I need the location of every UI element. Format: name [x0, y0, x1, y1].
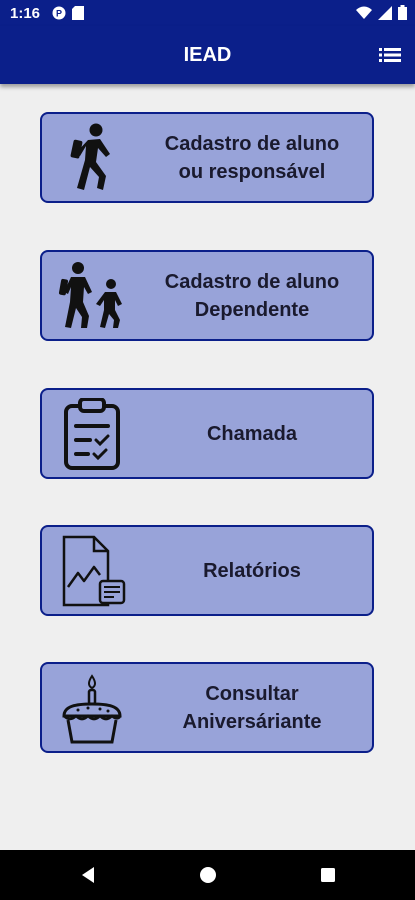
status-left-icons: P [52, 6, 84, 20]
card-cadastro-aluno-responsavel[interactable]: Cadastro de aluno ou responsável [40, 112, 374, 203]
back-icon[interactable] [78, 865, 98, 885]
sd-card-icon [72, 6, 84, 20]
status-right-icons [356, 5, 407, 20]
birthday-cake-icon [62, 674, 122, 744]
list-menu-icon[interactable] [379, 45, 401, 65]
card-cadastro-aluno-dependente[interactable]: Cadastro de aluno Dependente [40, 250, 374, 341]
card-chamada[interactable]: Chamada [40, 388, 374, 479]
signal-icon [378, 5, 392, 20]
recents-icon[interactable] [318, 865, 338, 885]
walking-person-icon [70, 123, 110, 190]
app-title: IEAD [183, 44, 232, 66]
wifi-icon [356, 6, 372, 19]
app-bar: IEAD [0, 26, 415, 84]
home-icon[interactable] [198, 865, 218, 885]
card-consultar-aniversariante[interactable]: Consultar Aniversáriante [40, 662, 374, 753]
svg-text:P: P [56, 9, 62, 19]
status-bar: 1:16 P [0, 0, 415, 26]
card-label: Cadastro de aluno ou responsável [164, 132, 340, 183]
clipboard-checklist-icon [64, 398, 120, 470]
notification-icon: P [52, 6, 66, 20]
battery-icon [398, 5, 407, 20]
card-relatorios[interactable]: Relatórios [40, 525, 374, 616]
card-label: Cadastro de aluno Dependente [164, 270, 340, 321]
card-label: Chamada [206, 422, 298, 445]
card-label: Relatórios [203, 559, 301, 582]
status-time: 1:16 [10, 5, 41, 22]
card-label: Consultar Aniversáriante [182, 682, 322, 733]
navigation-bar [0, 850, 415, 900]
report-chart-icon [62, 535, 126, 607]
adult-child-walking-icon [58, 262, 122, 328]
